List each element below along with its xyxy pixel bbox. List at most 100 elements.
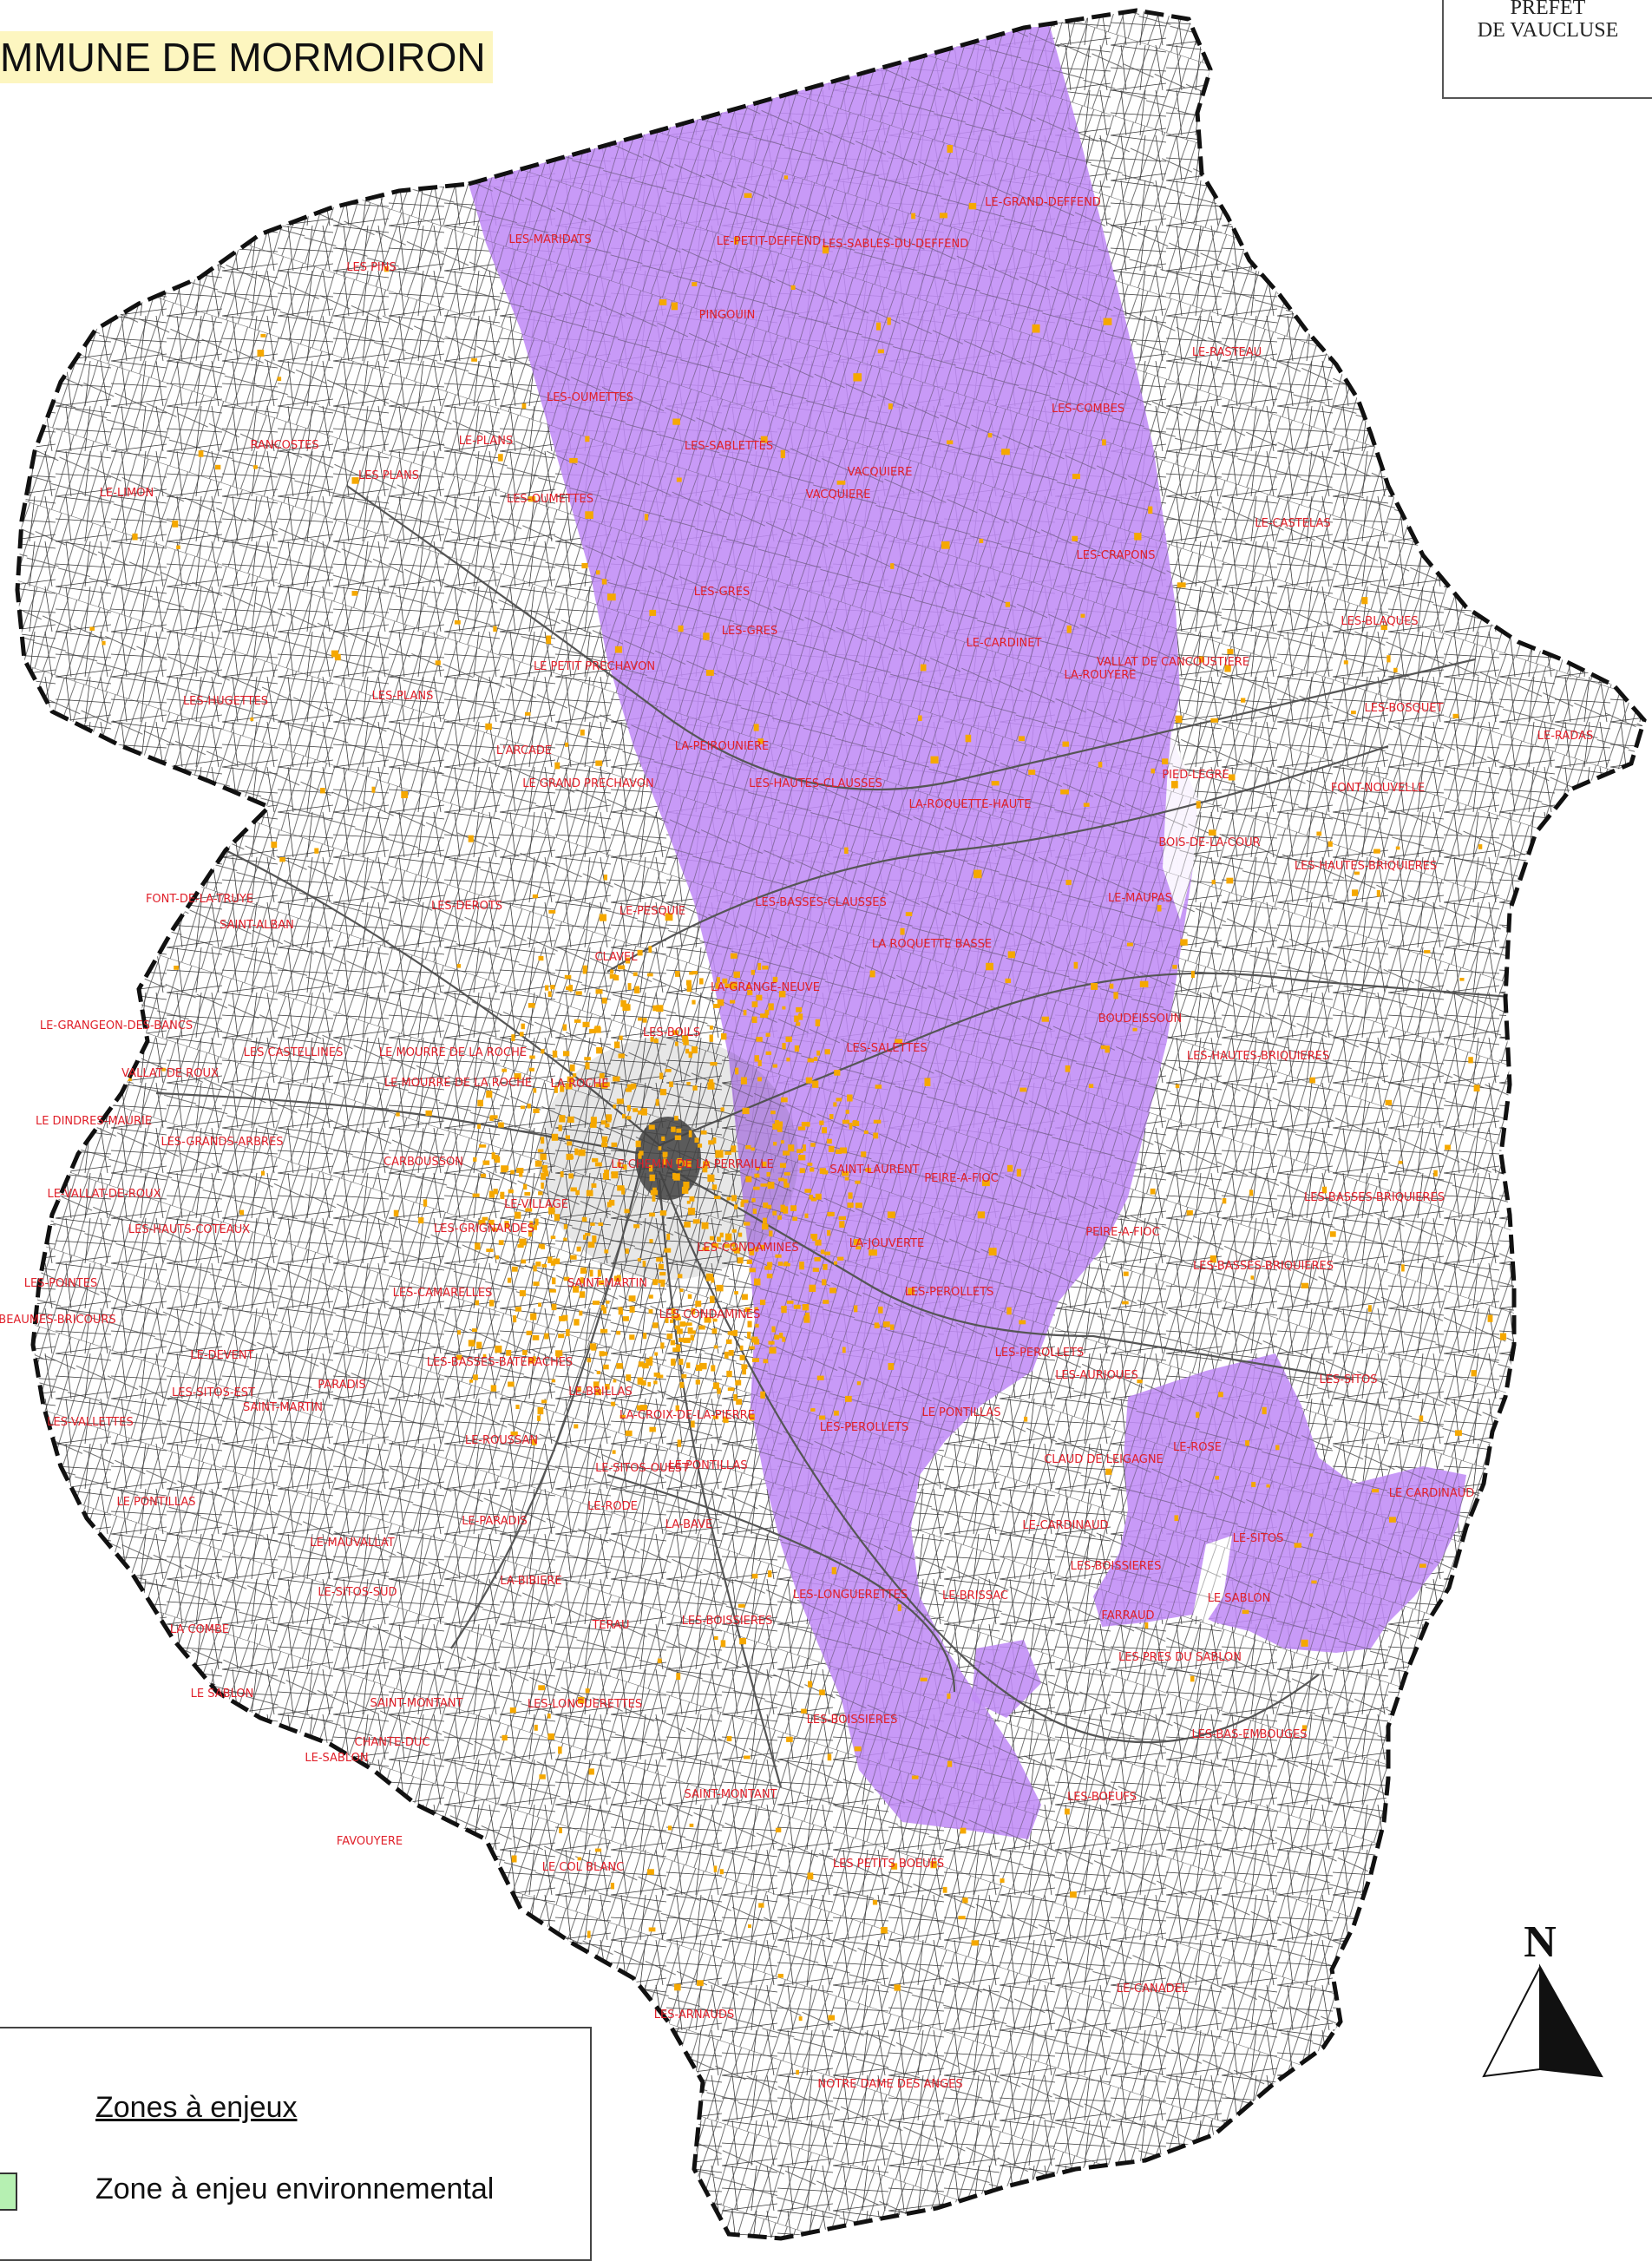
building bbox=[592, 1235, 597, 1242]
building bbox=[555, 1353, 560, 1358]
building bbox=[920, 664, 927, 672]
building bbox=[1105, 1045, 1110, 1053]
building bbox=[782, 1336, 786, 1342]
building bbox=[735, 1067, 739, 1075]
building bbox=[675, 971, 680, 977]
building bbox=[590, 1222, 595, 1226]
place-label: LA COMBE bbox=[170, 1623, 229, 1636]
building bbox=[540, 1153, 547, 1160]
building bbox=[720, 1640, 726, 1648]
place-label: LES-GRES bbox=[722, 625, 777, 638]
building bbox=[1098, 762, 1103, 768]
building bbox=[1301, 1282, 1309, 1288]
building bbox=[501, 1165, 508, 1173]
building bbox=[538, 1302, 541, 1307]
building bbox=[988, 1248, 997, 1256]
building bbox=[457, 1330, 461, 1335]
place-label: RANCOSTES bbox=[250, 439, 318, 452]
building bbox=[541, 1399, 547, 1404]
building bbox=[641, 1108, 647, 1116]
building bbox=[565, 1083, 573, 1090]
building bbox=[675, 1041, 678, 1046]
building bbox=[538, 1685, 545, 1691]
building bbox=[547, 991, 552, 997]
building bbox=[665, 913, 673, 921]
building bbox=[905, 912, 913, 916]
building bbox=[534, 1724, 538, 1731]
building bbox=[537, 1406, 544, 1415]
building bbox=[1316, 831, 1322, 836]
building bbox=[721, 1033, 727, 1040]
building bbox=[586, 1189, 593, 1196]
building bbox=[804, 1213, 809, 1219]
building bbox=[757, 1059, 762, 1066]
building bbox=[1455, 1430, 1462, 1436]
building bbox=[891, 1863, 898, 1870]
place-label: SAINT-MARTIN bbox=[567, 1277, 647, 1290]
building bbox=[707, 1082, 715, 1090]
building bbox=[563, 1276, 570, 1281]
building bbox=[679, 1321, 685, 1327]
building bbox=[260, 333, 266, 338]
building bbox=[760, 436, 768, 443]
place-label: LES-SABLES-DU-DEFFEND bbox=[823, 238, 968, 251]
building bbox=[521, 403, 527, 410]
building bbox=[636, 1405, 643, 1411]
building bbox=[856, 1246, 862, 1250]
building bbox=[685, 1048, 690, 1054]
building bbox=[530, 1313, 537, 1321]
building bbox=[853, 1239, 861, 1246]
building bbox=[711, 1243, 718, 1248]
building bbox=[643, 1333, 647, 1340]
building bbox=[968, 202, 977, 210]
building bbox=[613, 1104, 617, 1109]
building bbox=[1321, 1186, 1328, 1194]
building bbox=[587, 1930, 591, 1938]
building bbox=[566, 1153, 574, 1160]
building bbox=[681, 1186, 689, 1194]
building bbox=[730, 953, 738, 959]
building bbox=[819, 1415, 826, 1420]
building bbox=[493, 626, 497, 632]
building bbox=[683, 1337, 691, 1343]
building bbox=[842, 1347, 846, 1353]
building bbox=[534, 1160, 542, 1167]
building bbox=[941, 541, 950, 549]
place-label: LA-ROQUETTE-HAUTE bbox=[909, 798, 1032, 811]
building bbox=[742, 1367, 746, 1375]
building bbox=[520, 1032, 524, 1037]
building bbox=[646, 1358, 652, 1366]
building bbox=[687, 1294, 692, 1299]
building bbox=[679, 1381, 685, 1388]
building bbox=[491, 1115, 498, 1119]
building bbox=[810, 1408, 816, 1412]
building bbox=[734, 1204, 738, 1209]
building bbox=[675, 1405, 679, 1412]
building bbox=[827, 1211, 835, 1216]
building bbox=[842, 1119, 849, 1124]
place-label: LA-BIBIERE bbox=[500, 1575, 561, 1588]
building bbox=[674, 1135, 682, 1141]
building bbox=[541, 1264, 547, 1268]
building bbox=[691, 1307, 696, 1315]
building bbox=[678, 1337, 684, 1342]
building bbox=[475, 1300, 479, 1306]
building bbox=[1032, 324, 1040, 333]
building bbox=[563, 1051, 570, 1057]
building bbox=[783, 1178, 788, 1184]
building bbox=[594, 1848, 602, 1852]
building bbox=[772, 1064, 777, 1068]
building bbox=[519, 1238, 527, 1246]
building bbox=[622, 1164, 627, 1170]
building bbox=[1386, 655, 1391, 663]
building bbox=[777, 1262, 783, 1266]
building bbox=[1471, 1370, 1477, 1377]
building bbox=[534, 1218, 539, 1226]
building bbox=[510, 1170, 515, 1175]
building bbox=[528, 1003, 535, 1008]
building bbox=[533, 1265, 537, 1272]
building bbox=[1172, 965, 1177, 969]
building bbox=[425, 1110, 432, 1117]
building bbox=[692, 1219, 700, 1224]
